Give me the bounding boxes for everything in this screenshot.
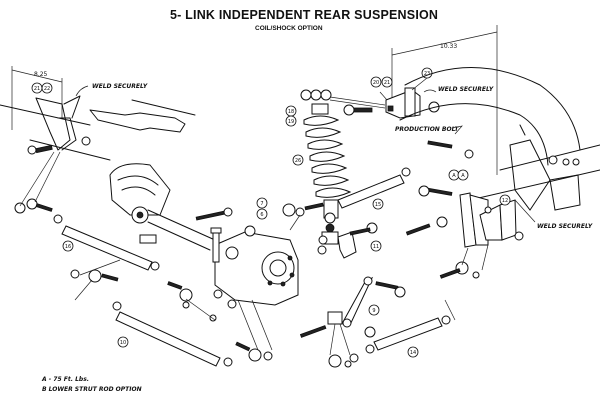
bubble-20: 20	[370, 76, 382, 88]
hub-carrier	[209, 227, 299, 322]
bubble-9: 12	[499, 194, 511, 206]
diagram-title: 5- LINK INDEPENDENT REAR SUSPENSION	[170, 8, 439, 22]
bubble-16: 16	[65, 244, 71, 250]
bubble-5: 14	[410, 350, 416, 356]
strut-rod-left: 16	[61, 225, 160, 271]
bubble-4: 9	[372, 308, 375, 314]
note-lower-strut: B LOWER STRUT ROD OPTION	[42, 386, 142, 393]
svg-text:WELD SECURELY: WELD SECURELY	[537, 223, 593, 230]
dimension-top-right: 10.33	[391, 25, 498, 175]
rod-end-shock	[282, 202, 324, 217]
lower-rod-5: 14	[365, 315, 451, 358]
svg-text:23: 23	[424, 71, 430, 77]
svg-text:18: 18	[288, 109, 294, 115]
rod-end-center-left	[167, 281, 193, 309]
svg-text:20: 20	[373, 80, 379, 86]
svg-text:26: 26	[295, 158, 301, 164]
bubble-14: 11	[373, 244, 379, 250]
callout-weld-left: WELD SECURELY	[75, 83, 148, 97]
dimension-top-right-value: 10.33	[440, 43, 457, 50]
svg-text:22: 22	[44, 86, 50, 92]
rod-end-left-upper	[14, 198, 63, 224]
bubble-7: 7	[256, 197, 268, 209]
bubble-17: 10	[120, 340, 126, 346]
bubble-21: 21	[31, 82, 43, 94]
bubble-18: 18	[285, 105, 297, 117]
coil-shock	[300, 89, 357, 259]
top-right-bracket	[385, 87, 440, 119]
bubble-22: 22	[41, 82, 53, 94]
svg-text:WELD SECURELY: WELD SECURELY	[92, 83, 148, 90]
bubble-15: 15	[375, 202, 381, 208]
dimension-left: 8.25	[11, 66, 63, 130]
bubble-21b: 21	[381, 76, 393, 88]
svg-text:12: 12	[502, 198, 508, 204]
rod-end-bottom	[299, 311, 359, 368]
svg-text:A: A	[452, 173, 456, 179]
bolt-shock-upper	[329, 96, 386, 116]
rod-end-left-lower	[70, 269, 119, 283]
lower-strut-rod: 10	[112, 301, 273, 367]
right-mount-bracket	[405, 185, 524, 279]
leader-lines	[19, 77, 489, 356]
svg-text:WELD SECURELY: WELD SECURELY	[438, 86, 494, 93]
bubble-A-right1: A	[448, 169, 460, 181]
bolt-upper-center	[195, 207, 256, 237]
bubble-26: 26	[292, 154, 304, 166]
frame-rail	[89, 99, 196, 133]
svg-text:21: 21	[384, 80, 390, 86]
fasteners-right	[427, 140, 580, 166]
svg-text:7: 7	[260, 201, 263, 207]
svg-text:6: 6	[260, 212, 263, 218]
bubble-A-right2: A	[457, 169, 469, 181]
left-frame-bracket	[0, 95, 111, 161]
note-torque: A - 75 Ft. Lbs.	[42, 376, 90, 383]
svg-text:PRODUCTION BOLT: PRODUCTION BOLT	[395, 126, 459, 133]
svg-text:19: 19	[288, 119, 294, 125]
bubble-6: 6	[256, 208, 268, 220]
svg-text:A: A	[461, 173, 465, 179]
differential-housing	[109, 163, 216, 251]
bubble-19: 19	[285, 115, 297, 127]
bolt-mid-right: 11	[349, 222, 382, 252]
trailing-link-4: 9	[342, 276, 406, 338]
callout-production-bolt: PRODUCTION BOLT	[395, 125, 463, 135]
svg-text:21: 21	[34, 86, 40, 92]
diagram-subtitle: COIL/SHOCK OPTION	[255, 25, 323, 32]
upper-rod-15: 15	[337, 167, 411, 210]
callout-weld-right: WELD SECURELY	[514, 199, 593, 230]
callout-weld-top-right: WELD SECURELY	[423, 86, 494, 93]
dimension-left-value: 8.25	[34, 71, 48, 78]
